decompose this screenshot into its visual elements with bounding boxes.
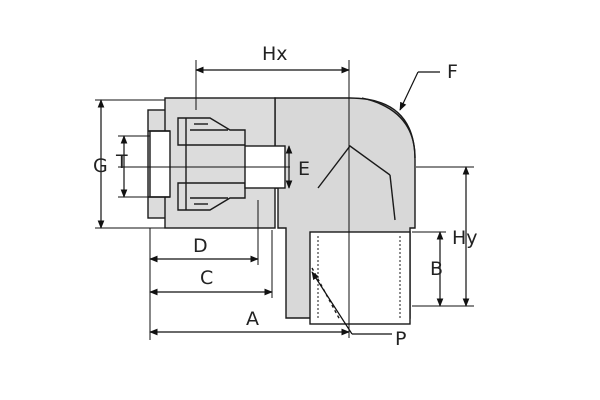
label-f: F — [447, 61, 458, 83]
dim-d: D — [149, 200, 259, 340]
dim-e: E — [285, 145, 310, 189]
threaded-port — [309, 231, 411, 325]
dim-hx: Hx — [195, 43, 350, 110]
dim-hy: Hy — [412, 166, 478, 307]
label-c: C — [200, 267, 213, 289]
label-a: A — [246, 308, 259, 330]
label-e: E — [298, 158, 310, 180]
dim-f: F — [399, 61, 458, 111]
label-g: G — [93, 155, 108, 177]
dim-c: C — [149, 230, 273, 298]
label-hx: Hx — [262, 43, 288, 65]
label-t: T — [115, 151, 128, 173]
label-hy: Hy — [452, 227, 478, 249]
dim-p: P — [311, 271, 406, 350]
dim-g: G — [93, 99, 165, 229]
label-b: B — [430, 258, 443, 280]
label-d: D — [193, 235, 208, 257]
dim-a: A — [149, 308, 350, 336]
dim-b: B — [412, 231, 446, 307]
label-p: P — [395, 328, 406, 350]
dim-t: T — [115, 135, 150, 198]
